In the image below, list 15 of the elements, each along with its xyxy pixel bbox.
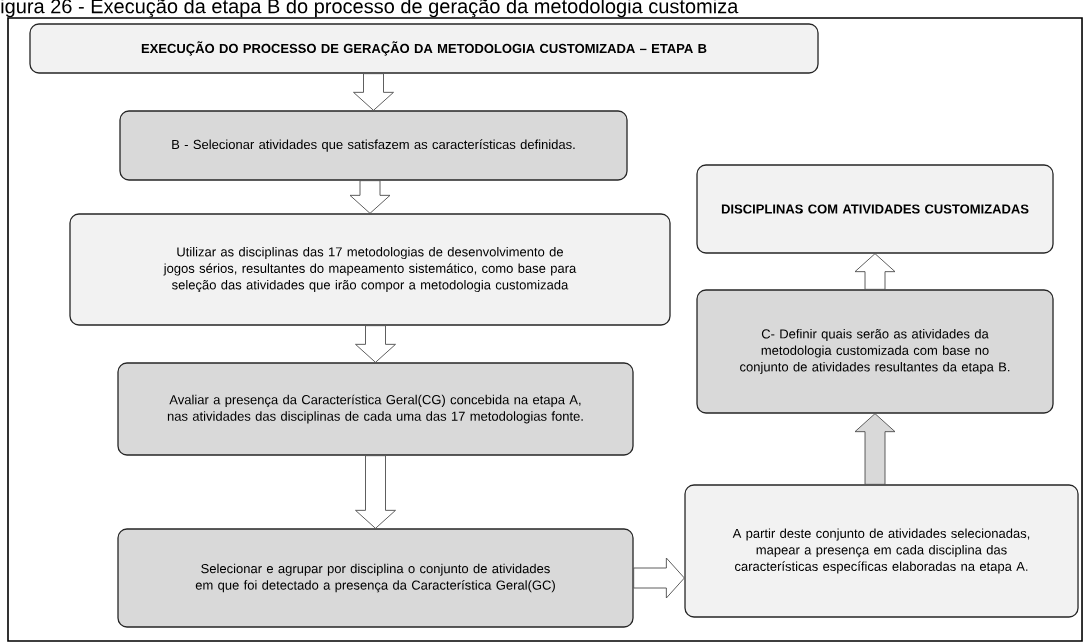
process-box: Selecionar e agrupar por disciplina o conjunto de atividades em que foi detectado a presença da Característica Geral(GC) [117,528,634,628]
block-arrow [355,325,396,363]
process-box: A partir deste conjunto de atividades selecionadas, mapear a presença em cada disciplina das características específicas elaboradas na etapa A. [684,484,1079,618]
block-arrow [353,73,394,111]
process-box: C- Definir quais serão as atividades da metodologia customizada com base no conjunto de atividades resultantes da etapa B. [696,289,1054,414]
process-box: DISCIPLINAS COM ATIVIDADES CUSTOMIZADAS [696,164,1054,254]
block-arrow [633,557,685,599]
block-arrow [854,413,896,485]
process-box: B - Selecionar atividades que satisfazem as características definidas. [119,110,628,181]
process-box: Avaliar a presença da Característica Geral(CG) concebida na etapa A, nas atividades das disciplinas de cada uma das 17 metodologias fonte. [117,362,634,456]
block-arrow [854,253,896,290]
block-arrow [349,180,391,214]
block-arrow [355,455,396,529]
process-box: EXECUÇÃO DO PROCESSO DE GERAÇÃO DA METODOLOGIA CUSTOMIZADA – ETAPA B [29,23,819,74]
process-box: Utilizar as disciplinas das 17 metodologias de desenvolvimento de jogos sérios, resultantes do mapeamento sistemático, como base para seleção das atividades que irão compor a metodologia customizada [69,213,671,326]
